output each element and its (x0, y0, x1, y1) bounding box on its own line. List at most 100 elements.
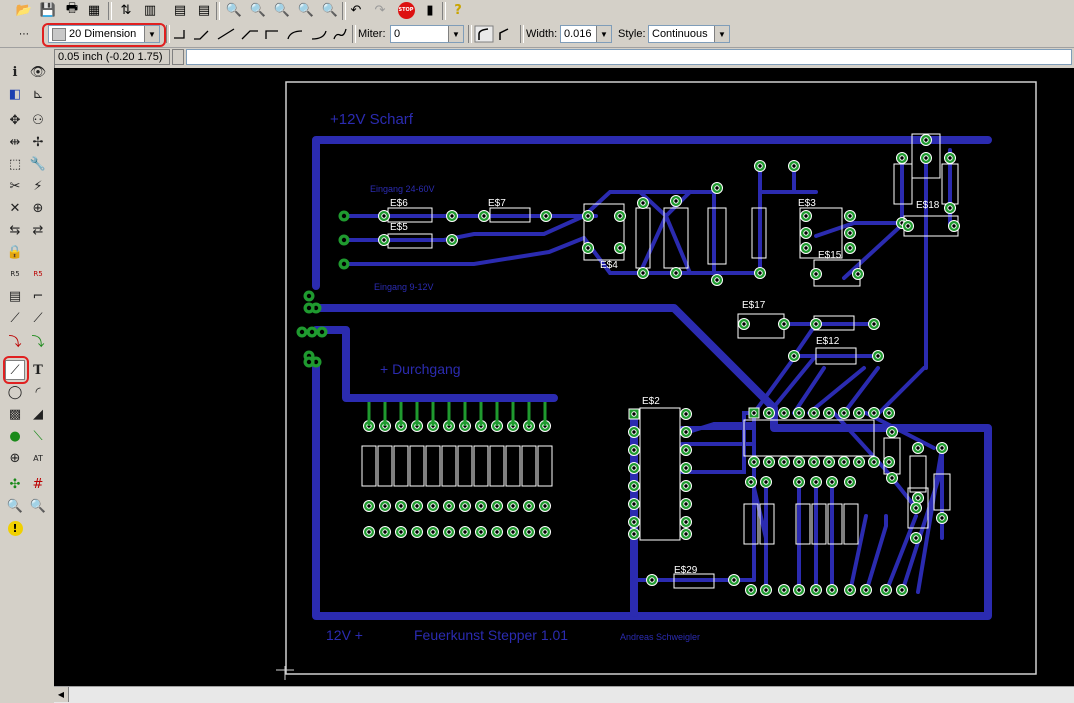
ulp-icon[interactable]: ▤ (197, 2, 211, 18)
mirror-icon[interactable]: ⇹ (9, 134, 21, 150)
command-splitter[interactable] (172, 49, 184, 65)
svg-text:E$29: E$29 (674, 565, 698, 576)
ic-e1 (743, 407, 951, 544)
go-icon[interactable]: ▮ (426, 2, 434, 18)
chevron-down-icon[interactable]: ▼ (714, 26, 729, 42)
optimize-icon[interactable]: ⟋ (33, 310, 43, 326)
polygon-icon[interactable]: ◢ (33, 406, 43, 422)
layer-color-swatch (52, 27, 66, 41)
info-icon[interactable]: i (12, 64, 18, 80)
highlight-layer (42, 23, 166, 47)
zoom-fit-icon[interactable]: 🔍 (225, 2, 243, 18)
chevron-down-icon[interactable]: ▼ (448, 26, 463, 42)
print-icon[interactable]: 🖶 (65, 1, 79, 16)
style-value: Continuous (652, 28, 708, 40)
svg-text:E$4: E$4 (600, 260, 618, 271)
drc-icon[interactable]: 🔍 (6, 498, 24, 514)
library-icon[interactable]: ▥ (143, 2, 157, 18)
parameter-toolbar: ⋯ 20 Dimension ▼ Miter: 0 ▼ Width: 0.016… (0, 22, 1074, 48)
copy-icon[interactable]: ⚇ (32, 112, 44, 128)
zoom-out-icon[interactable]: 🔍 (273, 2, 291, 18)
command-input[interactable] (186, 49, 1072, 65)
circle-icon[interactable]: ◯ (7, 384, 23, 400)
pinswap-icon[interactable]: ⇆ (9, 222, 21, 238)
value-icon[interactable]: R5 (33, 270, 43, 278)
grid-icon[interactable]: ⋯ (19, 28, 29, 40)
attribute-icon[interactable]: AT (33, 453, 43, 463)
svg-text:E$5: E$5 (390, 222, 408, 233)
change-icon[interactable]: 🔧 (29, 156, 47, 172)
open-icon[interactable]: 📂 (15, 2, 33, 18)
smash-icon[interactable]: ▤ (8, 288, 22, 304)
traces (312, 136, 992, 620)
via-icon[interactable]: ● (9, 428, 21, 444)
name-icon[interactable]: R5 (10, 270, 20, 278)
wire-icon[interactable]: ⟋ (5, 360, 25, 380)
replace-icon[interactable]: ⚡ (33, 178, 43, 194)
mark-icon[interactable]: ⊾ (32, 86, 44, 102)
layer-select[interactable]: 20 Dimension ▼ (48, 25, 160, 43)
lock-icon[interactable]: 🔒 (6, 244, 24, 260)
tool-palette: i 👁 ◧ ⊾ ✥ ⚇ ⇹ ✢ ⬚ 🔧 ✂ ⚡ ✕ ⊕ ⇆ ⇄ 🔒 R5 R5 … (0, 60, 55, 702)
ripup-icon[interactable]: ⤵ (31, 334, 45, 350)
chevron-down-icon[interactable]: ▼ (144, 26, 159, 42)
width-select[interactable]: 0.016 ▼ (560, 25, 612, 43)
board-title: Feuerkunst Stepper 1.01 (414, 627, 568, 643)
board-switch-icon[interactable]: ⇅ (120, 2, 132, 18)
show-icon[interactable]: 👁 (29, 64, 47, 80)
text-icon[interactable]: T (33, 362, 43, 378)
redraw-icon[interactable]: 🔍 (297, 2, 315, 18)
highlight-wire-tool (3, 356, 29, 384)
arc-icon[interactable]: ◜ (35, 384, 41, 400)
zoom-in-icon[interactable]: 🔍 (249, 2, 267, 18)
miter-round-icon (478, 28, 489, 40)
miter-select[interactable]: 0 ▼ (390, 25, 464, 43)
zoom-select-icon[interactable]: 🔍 (321, 2, 339, 18)
svg-text:E$17: E$17 (742, 300, 766, 311)
width-value: 0.016 (564, 28, 592, 40)
pcb-layout[interactable]: +12V Scharf Eingang 24-60V Eingang 9-12V… (54, 68, 1074, 686)
gateswap-icon[interactable]: ⇄ (32, 222, 44, 238)
ratsnest-icon[interactable]: ✣ (9, 476, 21, 492)
board-canvas[interactable]: +12V Scharf Eingang 24-60V Eingang 9-12V… (54, 68, 1074, 686)
svg-text:E$2: E$2 (642, 396, 660, 407)
move-icon[interactable]: ✥ (9, 112, 21, 128)
display-icon[interactable]: ◧ (8, 86, 22, 102)
errors-icon[interactable]: 🔍 (29, 498, 47, 514)
miter-icon[interactable]: ⌐ (32, 288, 44, 304)
scroll-left-icon[interactable]: ◀ (54, 687, 69, 702)
rect-icon[interactable]: ▩ (8, 406, 22, 422)
hole-icon[interactable]: ⊕ (9, 450, 21, 466)
wire-bend-styles[interactable] (170, 25, 350, 43)
autorouter-icon[interactable]: # (32, 476, 44, 492)
route-icon[interactable]: ⤵ (8, 334, 22, 350)
rotate-icon[interactable]: ✢ (32, 134, 44, 150)
style-label: Style: (618, 28, 646, 40)
miter-style-icons[interactable] (474, 25, 518, 43)
style-select[interactable]: Continuous ▼ (648, 25, 730, 43)
chevron-down-icon[interactable]: ▼ (596, 26, 611, 42)
delete-icon[interactable]: ✕ (9, 200, 21, 216)
add-icon[interactable]: ⊕ (32, 200, 44, 216)
horizontal-scrollbar[interactable]: ◀ (54, 686, 1074, 703)
through-label: + Durchgang (380, 361, 461, 377)
miter-straight-icon (499, 28, 509, 40)
bend-90-icon (174, 30, 185, 39)
warning-icon[interactable]: ! (5, 518, 25, 538)
split-icon[interactable]: ⟋ (10, 310, 20, 326)
input-label-2: Eingang 9-12V (374, 282, 434, 292)
width-label: Width: (526, 28, 558, 40)
script-icon[interactable]: ▤ (173, 2, 187, 18)
ic-e2 (628, 407, 692, 541)
stop-icon[interactable]: STOP (396, 1, 416, 19)
svg-text:E$18: E$18 (916, 200, 940, 211)
miter-value: 0 (394, 28, 401, 40)
cam-icon[interactable]: ▦ (87, 2, 101, 18)
save-icon[interactable]: 💾 (39, 2, 57, 18)
paste-icon[interactable]: ✂ (9, 178, 21, 194)
redo-icon[interactable]: ↷ (374, 2, 386, 18)
undo-icon[interactable]: ↶ (350, 2, 362, 18)
group-icon[interactable]: ⬚ (8, 156, 22, 172)
signal-icon[interactable]: ⟍ (33, 428, 43, 444)
help-icon[interactable]: ? (454, 2, 462, 18)
